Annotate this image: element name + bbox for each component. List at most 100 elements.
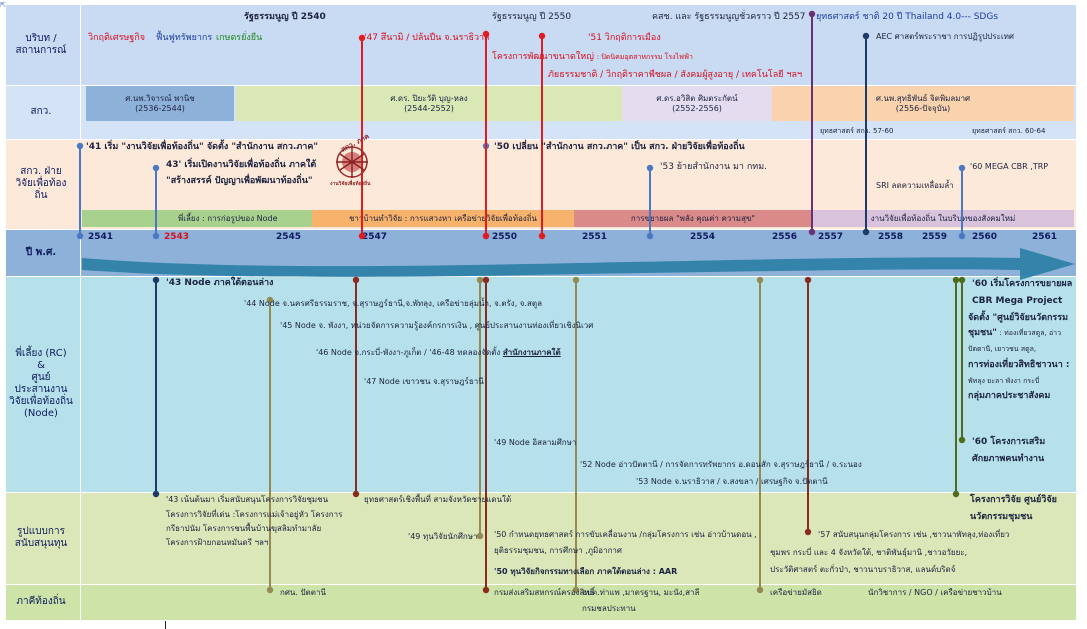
trf-era-4-name: ศ.นพ.สุทธิพันธ์ จิตพิมลมาศ (875, 93, 971, 103)
trf-era-1: ศ.นพ.วิจารณ์ พานิช (2536-2544) (86, 86, 234, 121)
support-2543-a: '43 เน้นต้นมา เริ่มสนับสนุนโครงการวิจัยช… (166, 495, 329, 504)
division-label-bg (6, 139, 80, 229)
row-separator (6, 492, 1076, 493)
capacity-2560: '60 โครงการเสริม (972, 437, 1046, 447)
context-aec: AEC ศาสตร์พระราชา การปฏิรูปประเทศ (876, 32, 1014, 41)
partner-mosque-network: เครือข่ายมัสยิด (770, 588, 822, 597)
context-megaprojects: โครงการพัฒนาขนาดใหญ่ : ปิดนิคมอุตสาหกรรม… (492, 52, 693, 62)
context-natural-disasters: ภัยธรรมชาติ / วิกฤติราคาพืชผล / สังคมผู้… (548, 70, 803, 80)
mentors-label-bg (6, 276, 80, 492)
context-20yr-strategy: ยุทธศาสตร์ ชาติ 20 ปี (816, 12, 903, 22)
context-political-crisis: '51 วิกฤติการเมือง (588, 33, 661, 43)
phase-new-society: งานวิจัยเพื่อท้องถิ่น ในบริบทของสังคมใหม… (812, 210, 1074, 227)
trf-label-bg (6, 85, 80, 139)
node-2547-youth: '47 Node เขาวชน จ.สุราษฎร์ธานี (364, 377, 484, 386)
support-2543-c: กรีธาปนัม โครงการชนพื้นบ้านฆุสลิมทำมาลัย (166, 524, 322, 533)
node-2546-text: '46 Node จ.กระบี่-พังงา-ภูเก็ต / '46-48 … (316, 348, 501, 357)
trf-era-4-years: (2556-ปัจจุบัน) (895, 103, 951, 113)
trf-era-3-years: (2552-2556) (672, 103, 722, 113)
partners-label-bg (6, 584, 80, 620)
year-label-2557: 2557 (818, 232, 844, 242)
row-label-year: ปี พ.ศ. (25, 246, 57, 258)
row-separator (6, 276, 1076, 277)
year-label-2551: 2551 (582, 232, 608, 242)
division-sri: SRI ลดความเหลื่อมล้ำ (876, 181, 954, 190)
context-constitution-2540: รัฐธรรมนูญ ปี 2540 (244, 12, 326, 22)
division-mega-cbr: '60 MEGA CBR ,TRP (970, 162, 1049, 171)
timeline-arrow (82, 248, 1075, 280)
year-label-2545: 2545 (276, 232, 302, 242)
node-2546: '46 Node จ.กระบี่-พังงา-ภูเก็ต / '46-48 … (316, 348, 561, 358)
trf-era-1-years: (2536-2544) (135, 103, 185, 113)
trf-era-3-name: ศ.ดร.อวิสิต ศิมตระกัตน์ (656, 93, 738, 103)
support-innovation-a: โครงการวิจัย ศูนย์วิจัย (970, 495, 1057, 505)
mega-community-detail: : ท่องเที่ยวสตูล, อ่าว (999, 329, 1062, 337)
year-label-2541: 2541 (88, 232, 114, 242)
mega-tourism: การท่องเที่ยวสิทธิชาวนา : (968, 360, 1070, 370)
year-label-2550: 2550 (492, 232, 518, 242)
row-label-support: รูปแบบการ สนับสนุนทุน (14, 526, 68, 549)
trf-regional-logo (336, 146, 368, 178)
context-national-strategy: ยุทธศาสตร์ ชาติ 20 ปี Thailand 4.0--- SD… (816, 12, 998, 22)
context-constitution-2550: รัฐธรรมนูญ ปี 2550 (492, 12, 572, 22)
year-label-2554: 2554 (690, 232, 716, 242)
row-label-context: บริบท / สถานการณ์ (15, 33, 67, 56)
year-label-2560: 2560 (972, 232, 998, 242)
partner-irrigation: กรมชลประทาน (582, 604, 636, 613)
division-2543-slogan: "สร้างสรรค์ ปัญญาเพื่อพัฒนาท้องถิ่น" (166, 176, 313, 186)
phase-mentors: พี่เลี้ยง : การก่อรูปของ Node (82, 210, 312, 227)
trf-era-4: ศ.นพ.สุทธิพันธ์ จิตพิมลมาศ (2556-ปัจจุบั… (772, 86, 1074, 121)
support-2550-themes: ยุติธรรมชุมชน, การศึกษา ,ภูมิอากาศ (494, 546, 622, 555)
partner-cooperatives: กรมส่งเสริมสหกรณ์ครองสิทธิ์ (494, 588, 595, 597)
row-separator (6, 584, 1076, 585)
label-column-divider (80, 5, 81, 620)
year-label-bg (6, 229, 80, 276)
year-label-2543: 2543 (164, 232, 190, 242)
mega-areas: ปัตตานี, เยาวชน สตูล, (968, 345, 1037, 353)
bottom-tick (165, 621, 166, 629)
partner-academics-ngo: นักวิชาการ / NGO / เครือข่ายชาวบ้าน (868, 588, 1002, 597)
year-label-2558: 2558 (878, 232, 904, 242)
phase-expansion: การขยายผล "พลัง คุณค่า ความสุข" (574, 210, 812, 227)
node-2546-south-office: สำนักงานภาคใต้ (502, 348, 561, 357)
row-label-mentors: พี่เลี้ยง (RC) & ศูนย์ ประสานงาน วิจัยเพ… (9, 348, 73, 419)
context-sustainable-agriculture: เกษตรยั่งยืน (216, 33, 263, 43)
support-2557-c: ประวัติศาสตร์ ตะกั่วป่า, ชาวนาบราธิวาส, … (770, 565, 956, 574)
year-label-2561: 2561 (1032, 232, 1058, 242)
mega-civil-society: กลุ่มภาคประชาสังคม (968, 391, 1051, 401)
mega-provinces: พัทลุง ยะลา พังงา กระบี่ (968, 377, 1040, 385)
division-2541-start: '41 เริ่ม "งานวิจัยเพื่อท้องถิ่น" จัดตั้… (86, 142, 319, 152)
node-2549-islamic: '49 Node อิสลามศึกษา (494, 438, 577, 447)
support-2550-aar: '50 ทุนวิจัยกิจกรรมทางเลือก ภาคใต้ตอนล่า… (494, 567, 678, 576)
mentors-band (80, 276, 1076, 492)
row-label-partners: ภาคีท้องถิ่น (16, 596, 66, 607)
node-2545: '45 Node จ. พังงา, หน่วยจัดการความรู้องค… (280, 321, 594, 330)
row-separator (6, 229, 1076, 230)
phase-villagers-research: ชาวบ้านทำวิจัย : การแสวงหา เครือข่ายวิจั… (312, 210, 574, 227)
division-2553-move: '53 ย้ายสำนักงาน มา กทม. (660, 162, 768, 172)
capacity-workers: ศักยภาพคนทำงาน (972, 454, 1045, 464)
trf-era-3: ศ.ดร.อวิสิต ศิมตระกัตน์ (2552-2556) (622, 86, 772, 121)
context-sdgs: --- SDGs (961, 12, 999, 22)
trf-era-2-years: (2544-2552) (404, 103, 454, 113)
division-2550-rename: '50 เปลี่ยน "สำนักงาน สกว.ภาค" เป็น สกว.… (494, 142, 745, 152)
mega-2560-start: '60 เริ่มโครงการขยายผล (972, 279, 1073, 289)
trf-strategy-2: ยุทธศาสตร์ สกว. 60-64 (972, 127, 1046, 135)
row-separator (6, 139, 1076, 140)
context-tsunami-2547: '47 สึนามิ / ปล้นปืน จ.นราธิวาส (364, 33, 490, 43)
context-thailand-40: Thailand 4.0 (905, 12, 962, 22)
node-2553: '53 Node จ.นราธิวาส / จ.สงขลา / เศรษฐกิจ… (636, 477, 828, 486)
trf-era-2: ศ.ดร. ปิยะวัติ บุญ-หลง (2544-2552) (236, 86, 622, 121)
row-label-division: สกว. ฝ่าย วิจัยเพื่อท้อง ถิ่น (15, 166, 67, 201)
trf-strategy-1: ยุทธศาสตร์ สกว. 57-60 (820, 127, 894, 135)
support-2557-b: ชุมพร กระบี่ และ 4 จังหวัดใต้, ชาติพันธุ… (770, 548, 968, 557)
support-2557-a: '57 สนับสนุนกลุ่มโครงการ เช่น ,ชาวนาพัทล… (818, 530, 1010, 539)
support-innovation-b: นวัตกรรมชุมชน (970, 512, 1033, 522)
node-2544: '44 Node จ.นครศรีธรรมราช, จ.สุราษฎร์ธานี… (244, 299, 543, 308)
year-label-2556: 2556 (772, 232, 798, 242)
support-label-bg (6, 492, 80, 584)
trf-era-1-name: ศ.นพ.วิจารณ์ พานิช (125, 93, 195, 103)
division-2543-south: 43' เริ่มเปิดงานวิจัยเพื่อท้องถิ่น ภาคใต… (166, 160, 317, 170)
mega-community-line: ชุมชน" : ท่องเที่ยวสตูล, อ่าว (968, 328, 1061, 338)
